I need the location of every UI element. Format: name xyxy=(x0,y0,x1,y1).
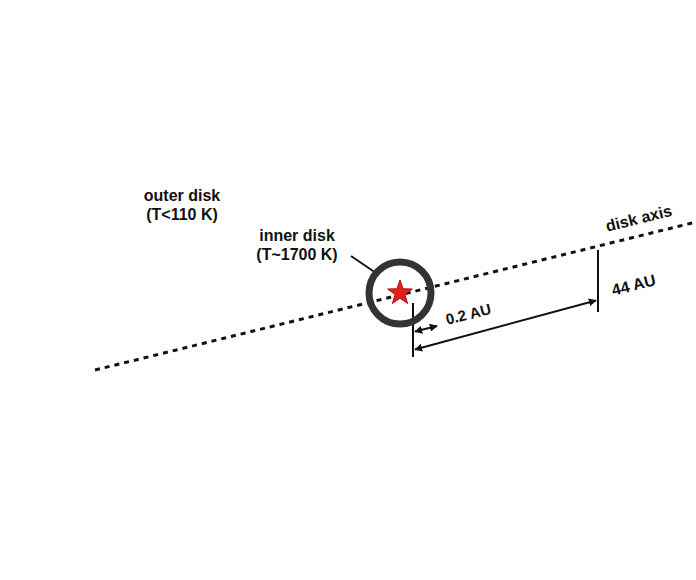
dimension-tick xyxy=(597,250,599,312)
dimension-arrow xyxy=(415,326,437,332)
ring-shape xyxy=(369,262,431,324)
label-holder: 44 AU xyxy=(610,270,658,299)
dimension-label: 44 AU xyxy=(610,270,658,299)
region-label: outer disk (T<110 K) xyxy=(132,186,232,224)
dimension-tick xyxy=(412,303,414,357)
dimension-arrow xyxy=(415,301,596,350)
dimension-label: 0.2 AU xyxy=(444,300,493,329)
annulus-shape xyxy=(26,0,696,580)
leader-line xyxy=(351,256,376,273)
region-label: inner disk (T~1700 K) xyxy=(247,226,347,264)
axis-label: disk axis xyxy=(604,201,674,236)
disk-ring xyxy=(365,258,435,328)
inner-disk-ring: inner disk (T~1700 K) xyxy=(365,258,435,328)
label-holder: disk axis xyxy=(604,201,674,236)
star-symbol xyxy=(388,280,413,304)
label-holder: 0.2 AU xyxy=(444,300,493,329)
disk-axis-line xyxy=(95,222,696,370)
